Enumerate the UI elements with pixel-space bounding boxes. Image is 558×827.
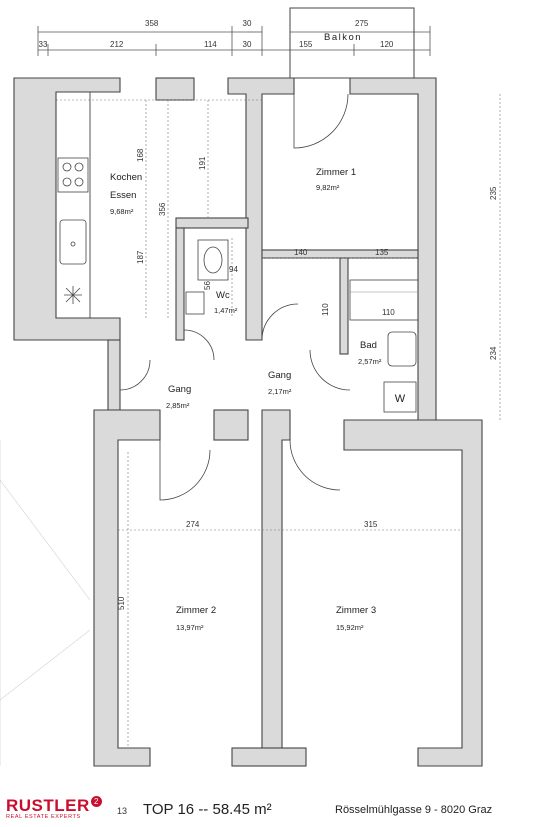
dim-z2-274: 274: [186, 520, 200, 529]
fan-icon: [64, 286, 82, 304]
dim-top-275: 275: [355, 19, 369, 28]
dim-top-33: 33: [39, 40, 48, 49]
brand-sup: 2: [90, 796, 102, 807]
room-kochen-name-2: Essen: [110, 190, 136, 201]
room-wc-name: Wc: [216, 290, 230, 301]
door-kitchen: [119, 340, 151, 391]
dim-z2-510: 510: [117, 596, 126, 610]
room-zimmer2-area: 13,97m²: [176, 623, 204, 632]
door-zimmer2: [159, 440, 211, 501]
neighbour-area: [0, 440, 91, 766]
room-gang2-name: Gang: [268, 370, 291, 381]
door-zimmer1: [261, 303, 299, 341]
door-bad: [309, 349, 351, 391]
dim-wc-56: 56: [203, 281, 212, 290]
dim-right-235: 235: [489, 186, 498, 200]
dim-top-212: 212: [110, 40, 124, 49]
bath-sink: [387, 331, 417, 367]
dim-top-358: 358: [145, 19, 159, 28]
dim-z1-140: 140: [294, 248, 308, 257]
dim-v-191: 191: [198, 156, 207, 170]
dim-top-30b: 30: [243, 40, 252, 49]
room-kochen-name-1: Kochen: [110, 172, 142, 183]
dim-wc-94: 94: [229, 265, 238, 274]
room-zimmer3-area: 15,92m²: [336, 623, 364, 632]
kitchen-counter: [55, 91, 91, 319]
unit-title: TOP 16 -- 58.45 m²: [143, 801, 272, 818]
room-zimmer3-name: Zimmer 3: [336, 605, 376, 616]
room-kochen-area: 9,68m²: [110, 207, 134, 216]
page-number: 13: [117, 806, 128, 816]
door-zimmer3: [289, 439, 341, 491]
room-gang1-name: Gang: [168, 384, 191, 395]
floor-plan: W Kochen Essen 9,68m² Zimmer 1 9,82m² Wc…: [0, 7, 501, 767]
toilet-icon: [203, 246, 223, 274]
door-balkon: [293, 93, 349, 149]
dim-z1-135: 135: [375, 248, 389, 257]
dim-v-356: 356: [158, 202, 167, 216]
washer-label: W: [395, 393, 406, 405]
address: Rösselmühlgasse 9 - 8020 Graz: [335, 804, 493, 816]
room-bad-name: Bad: [360, 340, 377, 351]
walls: [13, 77, 483, 767]
wc-fixtures: [185, 239, 229, 315]
bad-fixtures: W: [349, 279, 419, 413]
doors: [119, 93, 351, 501]
dim-top-30a: 30: [243, 19, 252, 28]
room-gang1-area: 2,85m²: [166, 401, 190, 410]
kitchen-sink: [59, 219, 87, 265]
brand-tagline: REAL ESTATE EXPERTS: [6, 814, 81, 820]
wc-basin: [185, 291, 205, 315]
room-zimmer2-name: Zimmer 2: [176, 605, 216, 616]
room-gang2-area: 2,17m²: [268, 387, 292, 396]
room-wc-area: 1,47m²: [214, 306, 238, 315]
dim-bad-110v: 110: [321, 303, 330, 316]
dim-v-168: 168: [136, 148, 145, 162]
dim-right-234: 234: [489, 346, 498, 360]
brand-name: RUSTLER: [6, 796, 90, 815]
dim-top-155: 155: [299, 40, 313, 49]
room-zimmer1-name: Zimmer 1: [316, 167, 356, 178]
dim-top-120: 120: [380, 40, 394, 49]
washer-icon: [383, 381, 417, 413]
dim-v-187: 187: [136, 250, 145, 264]
dim-z3-315: 315: [364, 520, 378, 529]
room-balkon-name: Balkon: [324, 32, 362, 43]
room-zimmer1-area: 9,82m²: [316, 183, 340, 192]
door-wc: [183, 329, 215, 361]
room-bad-area: 2,57m²: [358, 357, 382, 366]
shower: [349, 279, 419, 321]
top-dimension-lines: [37, 26, 431, 56]
stove: [57, 157, 89, 193]
dim-bad-110h: 110: [382, 308, 395, 317]
dim-top-114: 114: [204, 40, 217, 49]
interior-dimension-lines: [56, 94, 501, 748]
